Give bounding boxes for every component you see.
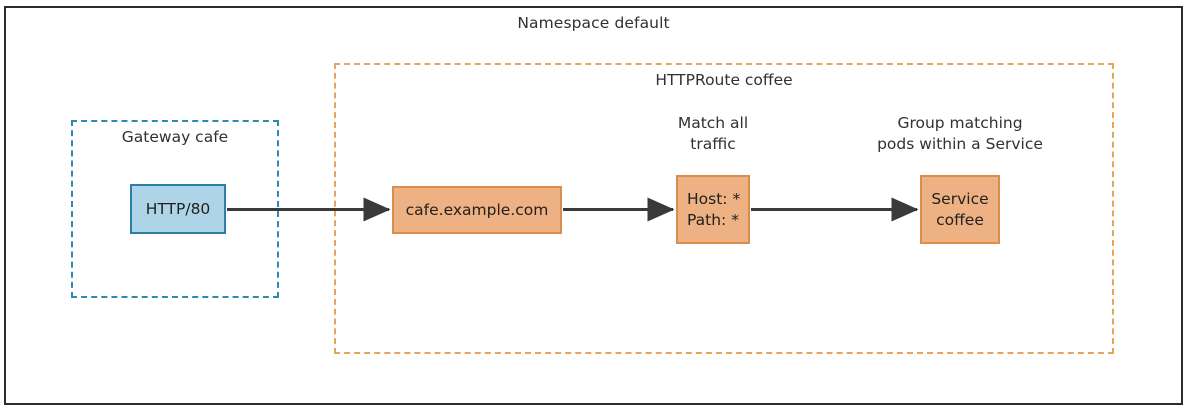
- node-match-rules-label: Host: * Path: *: [687, 189, 741, 229]
- caption-group-matching-pods: Group matching pods within a Service: [877, 114, 1043, 154]
- gateway-title: Gateway cafe: [121, 128, 229, 146]
- node-service-coffee[interactable]: Service coffee: [920, 175, 1000, 244]
- namespace-container: [4, 6, 1183, 405]
- httproute-title: HTTPRoute coffee: [655, 71, 793, 89]
- node-match-rules[interactable]: Host: * Path: *: [676, 175, 750, 244]
- node-hostname[interactable]: cafe.example.com: [392, 186, 562, 234]
- node-hostname-label: cafe.example.com: [405, 200, 549, 219]
- node-service-label: Service coffee: [931, 189, 989, 229]
- namespace-title: Namespace default: [517, 14, 670, 32]
- caption-match-all-traffic: Match all traffic: [677, 114, 749, 154]
- node-listener-label: HTTP/80: [145, 199, 211, 218]
- node-listener-http80[interactable]: HTTP/80: [130, 184, 226, 234]
